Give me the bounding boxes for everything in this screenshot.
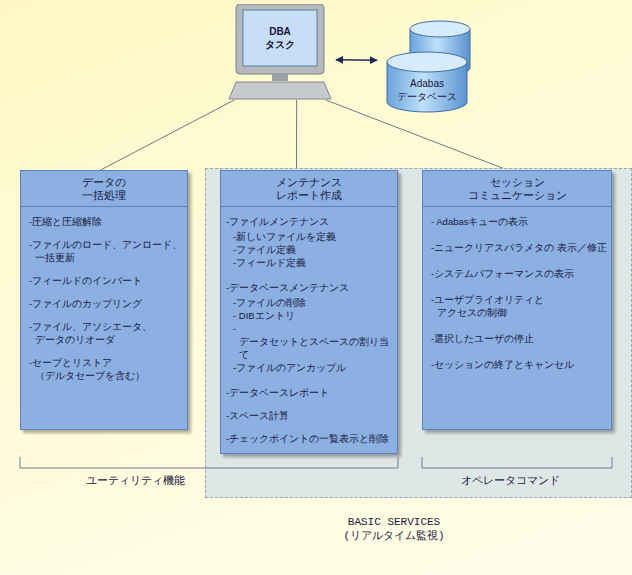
function-item: -ファイルの削除 (233, 296, 395, 309)
region-caption: BASIC SERVICES (リアルタイム監視) (334, 515, 454, 543)
terminal-label: DBA タスク (261, 25, 299, 51)
function-item: -ファイルメンテナンス (226, 215, 395, 228)
function-box: セッション コミュニケーション - Adabasキューの表示 -ニュークリアスパラメ… (422, 170, 612, 430)
group-bracket (20, 457, 398, 468)
box-body: -ファイルメンテナンス -新しいファイルを定義-ファイル定義-フィールド定義 -デー… (221, 207, 397, 451)
box-header: メンテナンス レポート作成 (221, 171, 397, 207)
monitor-neck (272, 74, 288, 81)
function-item: -セッションの終了とキャンセル (431, 358, 607, 371)
connector-arrow (336, 59, 377, 61)
function-item: -ファイルのアンカップル (233, 361, 395, 374)
function-item: -ファイル定義 (233, 243, 395, 256)
function-item: - DIBエントリ (233, 309, 395, 322)
connector-line (296, 100, 297, 170)
function-item: -ファイルのカップリング (29, 297, 183, 310)
box-heading: メンテナンス レポート作成 (272, 176, 346, 202)
monitor-illustration (228, 4, 332, 100)
screen-area: DBA タスク (243, 10, 317, 66)
function-item: -ユーザプライオリティと アクセスの制御 (431, 293, 607, 319)
box-header: セッション コミュニケーション (423, 171, 611, 207)
function-item: -新しいファイルを定義 (233, 230, 395, 243)
function-item: -システムパフォーマンスの表示 (431, 267, 607, 280)
box-heading: セッション コミュニケーション (465, 176, 570, 202)
function-item: -フィールド定義 (233, 256, 395, 269)
box-body: -圧縮と圧縮解除 -ファイルのロード、アンロード、 一括更新 -フィールドのインバー… (21, 207, 187, 388)
function-item: -データベースレポート (226, 386, 395, 399)
function-item: -チェックポイントの一覧表示と削除 (226, 432, 395, 445)
connector-line (101, 100, 235, 170)
back-cylinder-top (410, 21, 470, 37)
function-item: -セーブとリストア （デルタセーブを含む） (29, 356, 183, 382)
group-label: オペレータコマンド (461, 474, 560, 487)
function-item: -データセットとスペースの割り当て (233, 322, 395, 361)
function-item: -圧縮と圧縮解除 (29, 215, 183, 228)
function-item: -フィールドのインバート (29, 274, 183, 287)
group-label: ユーティリティ機能 (86, 474, 185, 487)
function-item: -データベースメンテナンス (226, 281, 395, 294)
database-label-area: Adabas データベース (389, 73, 465, 107)
function-item: -ニュークリアスパラメタの 表示／修正 (431, 241, 607, 254)
function-item: -選択したユーザの停止 (431, 332, 607, 345)
box-header: データの 一括処理 (21, 171, 187, 207)
service-region: BASIC SERVICES (リアルタイム監視)メンテナンス レポート作成-フ… (205, 168, 632, 498)
dba-terminal: DBA タスク (228, 4, 332, 100)
front-cylinder-top (387, 52, 467, 72)
monitor-bezel (236, 4, 324, 74)
keyboard-base (229, 82, 331, 99)
function-item: - Adabasキューの表示 (431, 215, 607, 228)
database-label: Adabas データベース (389, 77, 465, 103)
box-heading: データの 一括処理 (73, 176, 136, 202)
function-box: データの 一括処理 -圧縮と圧縮解除 -ファイルのロード、アンロード、 一括更新 -フ… (20, 170, 188, 430)
function-item: -ファイルのロード、アンロード、 一括更新 (29, 238, 183, 264)
function-box: メンテナンス レポート作成-ファイルメンテナンス-新しいファイルを定義-ファイル… (220, 170, 398, 454)
database-cylinder: Adabas データベース (380, 18, 478, 114)
box-body: - Adabasキューの表示 -ニュークリアスパラメタの 表示／修正 -システムパフ… (423, 207, 611, 377)
group-bracket (422, 457, 612, 468)
monitor-screen (243, 10, 317, 66)
function-item: -ファイル、アソシエータ、 データのリオーダ (29, 320, 183, 346)
function-item: -スペース計算 (226, 409, 395, 422)
